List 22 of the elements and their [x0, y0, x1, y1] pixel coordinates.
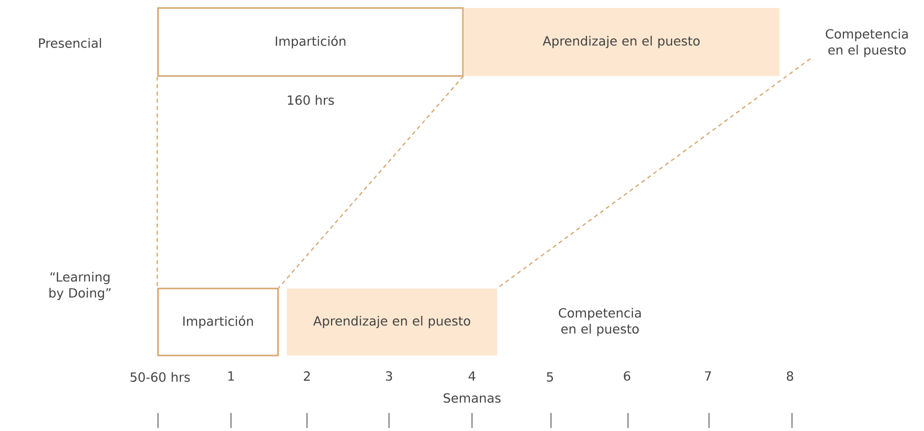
- label: 4: [468, 371, 476, 381]
- label: 3: [386, 371, 392, 381]
- label: 6: [624, 371, 630, 381]
- label: 8: [786, 371, 794, 381]
- label: “Learning by Doing”: [49, 272, 111, 300]
- label: 50-60 hrs: [130, 372, 190, 382]
- dashed-connector: [496, 58, 811, 289]
- label: 5: [546, 372, 553, 382]
- label: 2: [304, 371, 310, 381]
- process-box: Aprendizaje en el puesto: [464, 8, 780, 76]
- label: Presencial: [39, 38, 101, 48]
- stage-label: Competencia en el puesto: [826, 28, 908, 58]
- label: Semanas: [444, 393, 501, 403]
- process-box: Impartición: [157, 288, 279, 356]
- label: Competencia en el puesto: [558, 308, 641, 336]
- label: 7: [705, 371, 711, 381]
- dashed-connector: [278, 76, 464, 288]
- process-box: Impartición: [157, 7, 464, 77]
- label: 1: [228, 371, 234, 381]
- dashed-connector: [156, 76, 158, 288]
- process-box: Aprendizaje en el puesto: [287, 288, 497, 356]
- duration-label: 160 hrs: [288, 95, 334, 105]
